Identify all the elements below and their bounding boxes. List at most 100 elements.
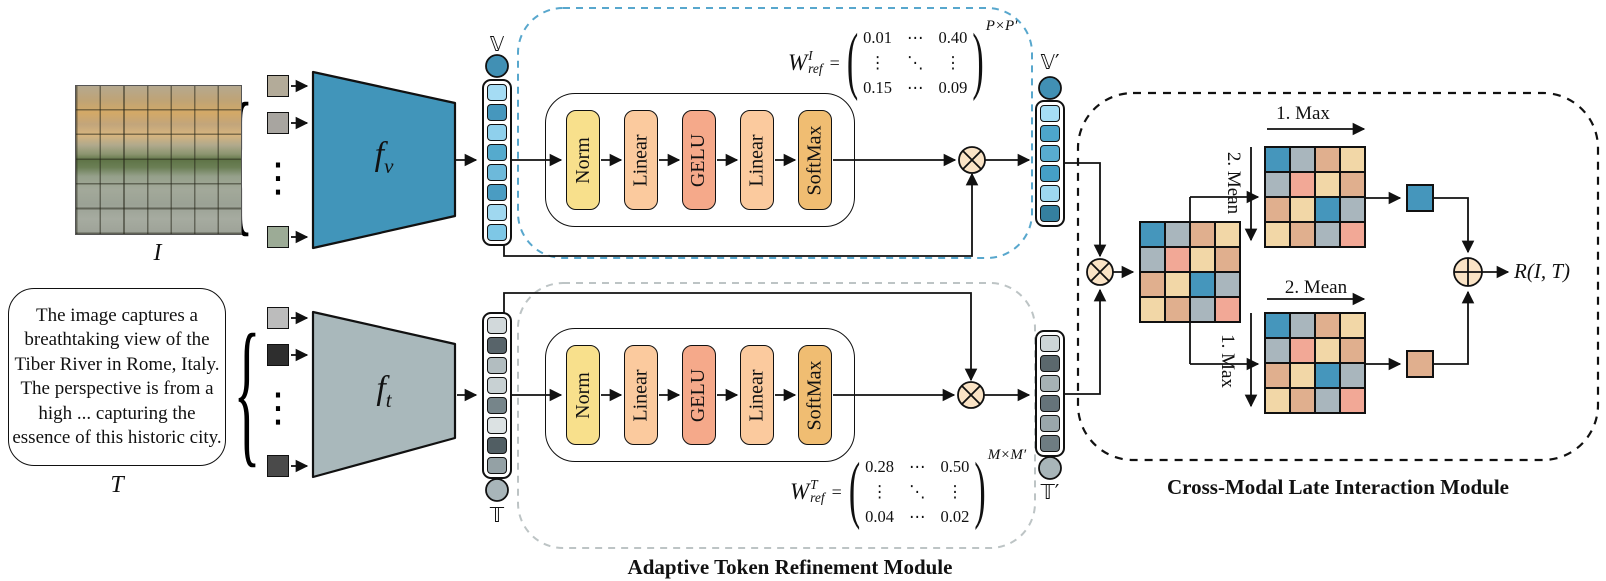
similarity-cell [1315,338,1340,363]
token-cell [1040,185,1060,202]
w-symbol: W [790,479,810,504]
similarity-cell [1290,313,1315,338]
refined-text-token-column [1035,330,1065,457]
matrix-dimension-superscript: M×M′ [987,447,1027,463]
block-softmax: SoftMax [798,110,832,210]
formula-cell: ⋮ [946,482,964,501]
similarity-cell [1190,222,1215,247]
similarity-cell [1315,363,1340,388]
formula-cell: ⋮ [944,53,962,72]
token-cell [487,124,507,141]
token-cell [487,84,507,101]
max-step-label-bottom: 1. Max [1217,334,1238,388]
atr-visual-pipeline: Norm Linear GELU Linear SoftMax [545,93,855,227]
w-symbol: W [788,50,808,75]
similarity-cell [1340,147,1365,172]
text-tokens-brace: { [234,302,261,481]
similarity-cell [1290,363,1315,388]
block-label: Linear [745,368,768,422]
similarity-cell [1315,197,1340,222]
t2i-pooling-matrix [1264,312,1366,414]
block-label: Norm [571,371,594,419]
left-paren: ( [846,21,859,103]
similarity-cell [1265,388,1290,413]
block-softmax: SoftMax [798,345,832,445]
similarity-matrix [1139,221,1241,323]
token-cell [1040,395,1060,412]
formula-cell: ⋮ [871,482,888,501]
similarity-cell [1315,388,1340,413]
pooled-visual-score [1406,184,1434,212]
right-paren: ) [974,450,986,532]
image-patch [267,226,289,248]
image-patch [267,75,289,97]
token-cell [1040,355,1060,372]
input-caption: The image captures a breathtaking view o… [8,288,226,466]
refined-visual-cls-token [1038,76,1062,100]
token-cell [1040,165,1060,182]
similarity-cell [1190,272,1215,297]
similarity-cell [1265,313,1290,338]
text-label: T [110,472,124,498]
similarity-cell [1265,338,1290,363]
input-image [75,85,242,235]
image-label: I [153,240,162,266]
refined-text-tokens-label: 𝕋′ [1040,480,1060,504]
similarity-cell [1265,147,1290,172]
token-cell [487,317,507,334]
similarity-cell [1290,197,1315,222]
multiply-icon [957,381,985,409]
similarity-cell [1265,197,1290,222]
block-label: Linear [629,368,652,422]
equals-sign: = [829,52,840,73]
similarity-cell [1165,272,1190,297]
token-cell [487,337,507,354]
token-cell [1040,375,1060,392]
w-subscript: ref [808,61,823,76]
similarity-cell [1215,247,1240,272]
text-token-patch [267,455,289,477]
w-superscript: T [810,477,818,492]
refined-text-cls-token [1038,456,1062,480]
block-label: GELU [687,133,710,187]
similarity-cell [1265,363,1290,388]
similarity-cell [1190,297,1215,322]
token-cell [487,144,507,161]
similarity-cell [1340,363,1365,388]
matrix-dimension-superscript: P×P′ [985,18,1018,34]
block-label: SoftMax [803,125,826,195]
token-cell [1040,105,1060,122]
block-label: Norm [571,136,594,184]
similarity-cell [1340,172,1365,197]
connectors [291,79,1510,473]
equals-sign: = [831,481,842,502]
formula-cell: ⋯ [909,507,926,526]
token-cell [487,224,507,241]
text-encoder-shape [311,310,457,479]
mean-step-label-top: 2. Mean [1223,151,1244,215]
similarity-cell [1340,313,1365,338]
similarity-cell [1215,297,1240,322]
formula-cell: 0.40 [938,28,968,47]
formula-cell: 0.01 [863,28,893,47]
block-gelu: GELU [682,345,716,445]
f-symbol: f [374,136,385,173]
formula-cell: ⋮ [869,53,886,72]
token-cell [1040,335,1060,352]
formula-cell: ⋱ [907,53,924,72]
similarity-cell [1340,197,1365,222]
token-cell [487,457,507,474]
formula-cell: 0.04 [865,507,895,526]
block-label: Linear [629,133,652,187]
token-cell [487,104,507,121]
multiply-icon [958,146,986,174]
block-label: Linear [745,133,768,187]
similarity-cell [1165,297,1190,322]
i2t-pooling-matrix [1264,146,1366,248]
token-cell [1040,125,1060,142]
similarity-cell [1140,297,1165,322]
add-icon [1453,257,1483,287]
similarity-cell [1215,222,1240,247]
